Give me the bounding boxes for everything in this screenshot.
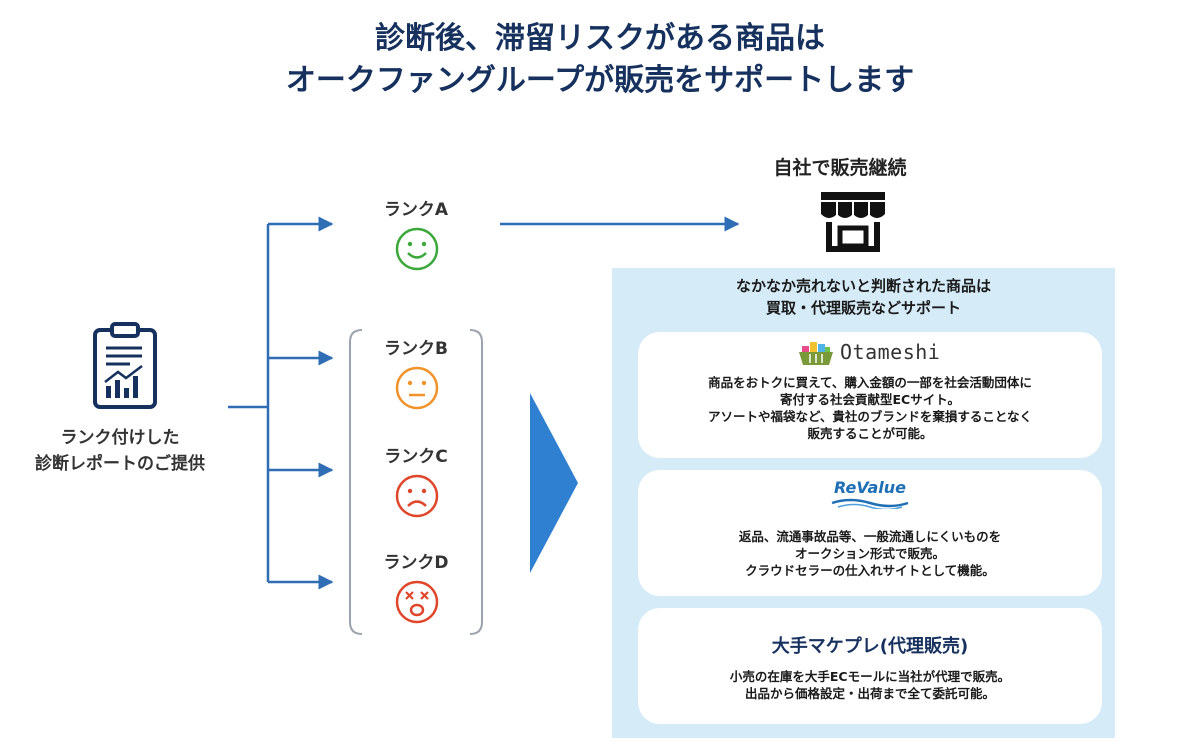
marketplace-description: 小売の在庫を大手ECモールに当社が代理で販売。 出品から価格設定・出荷まで全て委… — [638, 668, 1102, 702]
dizzy-face-icon — [395, 580, 439, 624]
marketplace-line-2: 出品から価格設定・出荷まで全て委託可能。 — [744, 686, 995, 701]
rank-b-label: ランクB — [384, 339, 448, 359]
rank-a-label: ランクA — [383, 200, 449, 220]
page-title: 診断後、滞留リスクがある商品は オークファングループが販売をサポートします — [0, 18, 1200, 102]
revalue-card: ReValue 返品、流通事故品等、一般流通しにくいものを オークション形式で販… — [638, 470, 1102, 596]
revalue-line-3: クラウドセラーの仕入れサイトとして機能。 — [745, 563, 995, 578]
title-line-1: 診断後、滞留リスクがある商品は — [375, 21, 825, 56]
panel-heading-line-2: 買取・代理販売などサポート — [765, 299, 961, 317]
panel-heading-line-1: なかなか売れないと判断された商品は — [735, 277, 991, 295]
rank-c-label: ランクC — [384, 447, 448, 467]
neutral-face-icon — [395, 366, 439, 410]
revalue-line-1: 返品、流通事故品等、一般流通しにくいものを — [738, 529, 1002, 544]
otameshi-line-4: 販売することが可能。 — [807, 426, 933, 441]
otameshi-logo-text: Otameshi — [840, 340, 941, 364]
storefront-icon — [821, 192, 885, 252]
rank-group-bracket-right — [469, 329, 483, 635]
report-label-line-1: ランク付けした — [60, 428, 180, 448]
clipboard-chart-icon — [93, 322, 157, 409]
otameshi-line-2: 寄付する社会貢献型ECサイト。 — [780, 392, 960, 407]
otameshi-card: Otameshi 商品をおトクに買えて、購入金額の一部を社会活動団体に 寄付する… — [638, 332, 1102, 458]
title-line-2: オークファングループが販売をサポートします — [285, 63, 915, 98]
otameshi-line-1: 商品をおトクに買えて、購入金額の一部を社会活動団体に — [708, 375, 1032, 390]
otameshi-logo: Otameshi — [798, 338, 940, 366]
store-label: 自社で販売継続 — [773, 157, 907, 179]
marketplace-card: 大手マケプレ(代理販売) 小売の在庫を大手ECモールに当社が代理で販売。 出品か… — [638, 608, 1102, 724]
revalue-line-2: オークション形式で販売。 — [794, 546, 945, 561]
smile-face-icon — [395, 227, 439, 271]
sad-face-icon — [395, 474, 439, 518]
revalue-logo: ReValue — [820, 478, 920, 509]
big-right-arrow-icon — [530, 393, 578, 573]
otameshi-line-3: アソートや福袋など、貴社のブランドを棄損することなく — [707, 409, 1032, 424]
marketplace-line-1: 小売の在庫を大手ECモールに当社が代理で販売。 — [729, 669, 1011, 684]
revalue-description: 返品、流通事故品等、一般流通しにくいものを オークション形式で販売。 クラウドセ… — [638, 528, 1102, 579]
rank-d-label: ランクD — [383, 553, 449, 573]
report-label-line-2: 診断レポートのご提供 — [35, 454, 205, 474]
marketplace-title: 大手マケプレ(代理販売) — [771, 636, 969, 657]
rank-group-bracket-left — [349, 329, 363, 635]
support-panel-heading: なかなか売れないと判断された商品は 買取・代理販売などサポート — [612, 275, 1115, 319]
wave-icon — [831, 498, 909, 509]
report-label: ランク付けした 診断レポートのご提供 — [20, 425, 220, 477]
shopping-basket-icon — [799, 342, 833, 365]
revalue-logo-text: ReValue — [833, 478, 907, 497]
otameshi-description: 商品をおトクに買えて、購入金額の一部を社会活動団体に 寄付する社会貢献型ECサイ… — [638, 374, 1102, 442]
